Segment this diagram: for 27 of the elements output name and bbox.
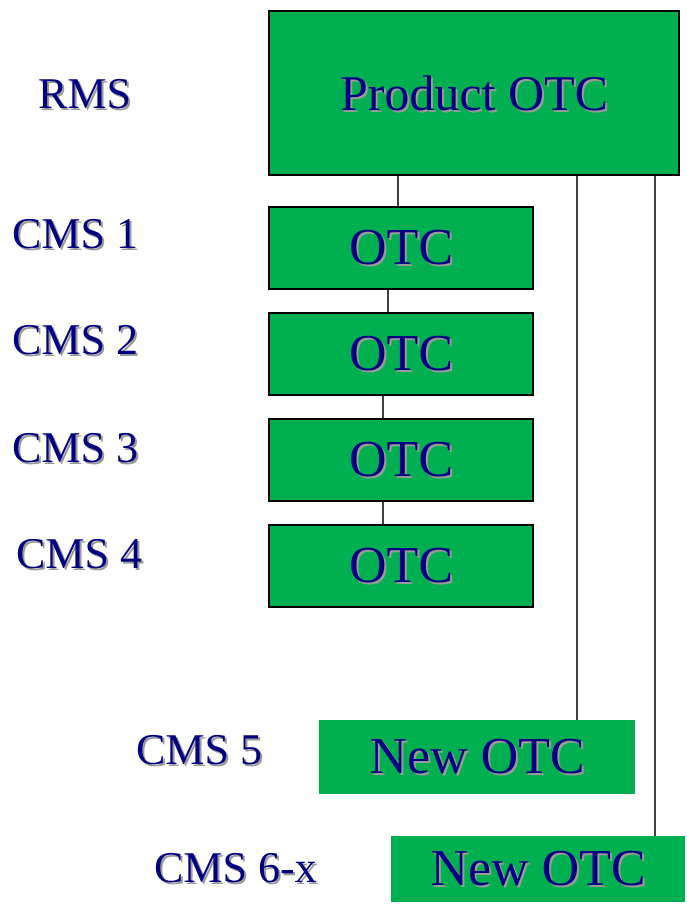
process-box bbox=[268, 206, 534, 290]
connector-line bbox=[397, 176, 399, 206]
box-label: New OTC bbox=[430, 842, 646, 896]
process-box bbox=[268, 418, 534, 502]
side-label: CMS 6-x bbox=[154, 846, 317, 890]
box-label: OTC bbox=[349, 538, 453, 594]
connector-line bbox=[382, 396, 384, 418]
process-box bbox=[268, 312, 534, 396]
side-label: RMS bbox=[38, 72, 131, 116]
process-box bbox=[268, 10, 680, 176]
connector-line bbox=[387, 290, 389, 312]
side-label: CMS 3 bbox=[12, 426, 138, 470]
connector-line bbox=[654, 176, 656, 836]
connector-line bbox=[576, 176, 578, 720]
side-label: CMS 5 bbox=[136, 728, 262, 772]
box-label: Product OTC bbox=[340, 66, 608, 120]
box-label: OTC bbox=[349, 432, 453, 488]
side-label: CMS 2 bbox=[12, 318, 138, 362]
side-label: CMS 4 bbox=[16, 532, 142, 576]
process-box bbox=[319, 720, 635, 794]
side-label: CMS 1 bbox=[12, 212, 138, 256]
box-label: OTC bbox=[349, 220, 453, 276]
box-label: New OTC bbox=[369, 730, 585, 784]
process-box bbox=[391, 836, 685, 902]
box-label: OTC bbox=[349, 326, 453, 382]
process-box bbox=[268, 524, 534, 608]
connector-line bbox=[382, 502, 384, 524]
